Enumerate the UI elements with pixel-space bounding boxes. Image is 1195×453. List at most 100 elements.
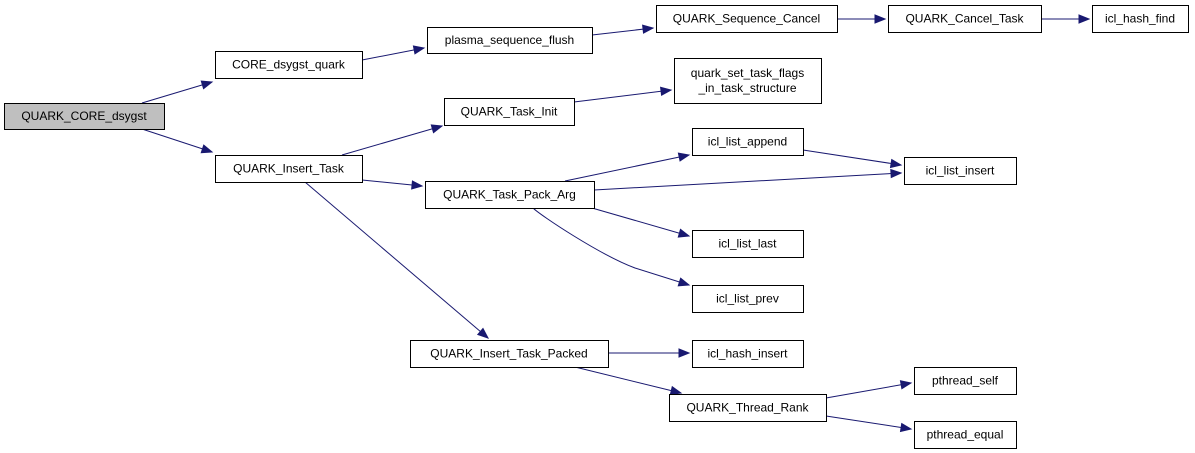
- node-box[interactable]: [904, 157, 1017, 185]
- edge-root-to-quark-insert-task: [141, 128, 214, 154]
- node-box[interactable]: [656, 5, 838, 33]
- node-icl-list-insert[interactable]: icl_list_insert: [904, 157, 1017, 185]
- edge-line: [825, 415, 912, 430]
- node-label: QUARK_Task_Init: [461, 105, 558, 119]
- node-icl-list-append[interactable]: icl_list_append: [692, 128, 804, 156]
- edge-quark-task-pack-arg-to-icl-list-last: [591, 207, 691, 238]
- node-quark-insert-task[interactable]: QUARK_Insert_Task: [215, 155, 363, 183]
- edge-line: [825, 382, 912, 399]
- node-pthread-self[interactable]: pthread_self: [914, 367, 1017, 395]
- node-label: QUARK_Cancel_Task: [905, 12, 1024, 26]
- node-quark-task-init[interactable]: QUARK_Task_Init: [444, 98, 575, 126]
- node-icl-hash-insert[interactable]: icl_hash_insert: [692, 340, 804, 368]
- node-box: [4, 103, 165, 130]
- node-label: _in_task_structure: [697, 81, 796, 95]
- arrowhead-icon: [411, 180, 424, 190]
- edge-line: [304, 181, 489, 339]
- edge-line: [341, 125, 443, 156]
- arrowhead-icon: [899, 422, 913, 433]
- node-box[interactable]: [410, 340, 609, 368]
- edge-line: [564, 154, 690, 182]
- node-icl-hash-find[interactable]: icl_hash_find: [1092, 5, 1189, 33]
- edge-plasma-sequence-flush-to-quark-sequence-cancel: [591, 24, 655, 36]
- edge-quark-task-pack-arg-to-icl-list-append: [564, 152, 691, 182]
- arrowhead-icon: [412, 45, 426, 55]
- node-quark-sequence-cancel[interactable]: QUARK_Sequence_Cancel: [656, 5, 838, 33]
- node-label: QUARK_Insert_Task_Packed: [430, 347, 587, 361]
- edge-line: [141, 128, 213, 153]
- node-label: QUARK_Thread_Rank: [686, 401, 809, 415]
- node-core-dsygst-quark[interactable]: CORE_dsygst_quark: [215, 51, 363, 79]
- arrowhead-icon: [476, 327, 490, 339]
- arrowhead-icon: [430, 124, 444, 134]
- arrowhead-icon: [1078, 14, 1091, 24]
- node-quark-thread-rank[interactable]: QUARK_Thread_Rank: [669, 394, 827, 422]
- edge-core-dsygst-quark-to-plasma-sequence-flush: [361, 45, 426, 61]
- node-label: QUARK_Insert_Task: [233, 162, 345, 176]
- node-quark-cancel-task[interactable]: QUARK_Cancel_Task: [888, 5, 1042, 33]
- node-box[interactable]: [692, 285, 804, 313]
- node-label: icl_list_prev: [716, 292, 779, 306]
- node-pthread-equal[interactable]: pthread_equal: [914, 421, 1017, 449]
- node-quark-set-task-flags[interactable]: quark_set_task_flags_in_task_structure: [674, 58, 822, 104]
- node-icl-list-prev[interactable]: icl_list_prev: [692, 285, 804, 313]
- arrowhead-icon: [890, 168, 903, 179]
- edge-line: [593, 172, 902, 191]
- arrowhead-icon: [889, 158, 903, 169]
- arrowhead-icon: [677, 152, 691, 162]
- call-edges: [141, 14, 1091, 433]
- node-box[interactable]: [692, 128, 804, 156]
- node-box[interactable]: [914, 367, 1017, 395]
- arrowhead-icon: [642, 24, 655, 34]
- node-label: icl_hash_insert: [707, 347, 788, 361]
- node-box[interactable]: [914, 421, 1017, 449]
- node-box[interactable]: [692, 230, 804, 258]
- node-label: QUARK_Sequence_Cancel: [673, 12, 820, 26]
- node-label: CORE_dsygst_quark: [232, 58, 346, 72]
- arrowhead-icon: [677, 277, 691, 287]
- node-label: icl_list_append: [708, 135, 787, 149]
- edge-quark-insert-task-to-quark-task-init: [341, 124, 444, 156]
- node-label: QUARK_CORE_dsygst: [21, 109, 147, 123]
- node-box[interactable]: [674, 58, 822, 104]
- edge-quark-insert-task-to-quark-insert-task-packed: [304, 181, 490, 339]
- node-box[interactable]: [215, 51, 363, 79]
- arrowhead-icon: [669, 385, 683, 396]
- edge-line: [141, 81, 213, 104]
- node-label: QUARK_Task_Pack_Arg: [443, 188, 576, 202]
- node-root: QUARK_CORE_dsygst: [4, 103, 165, 130]
- arrowhead-icon: [677, 228, 691, 238]
- node-quark-insert-task-packed[interactable]: QUARK_Insert_Task_Packed: [410, 340, 609, 368]
- edge-line: [574, 366, 682, 394]
- node-plasma-sequence-flush[interactable]: plasma_sequence_flush: [427, 27, 593, 54]
- node-label: pthread_equal: [927, 428, 1004, 442]
- node-label: icl_list_insert: [926, 164, 995, 178]
- node-box[interactable]: [669, 394, 827, 422]
- edge-line: [361, 47, 425, 61]
- node-box[interactable]: [425, 181, 595, 209]
- edge-root-to-core-dsygst-quark: [141, 80, 214, 104]
- edge-quark-task-pack-arg-to-icl-list-insert: [593, 168, 903, 191]
- node-box[interactable]: [888, 5, 1042, 33]
- arrowhead-icon: [899, 380, 913, 390]
- node-label: quark_set_task_flags: [691, 66, 804, 80]
- arrowhead-icon: [200, 144, 214, 154]
- edge-icl-list-append-to-icl-list-insert: [802, 149, 903, 169]
- node-quark-task-pack-arg[interactable]: QUARK_Task_Pack_Arg: [425, 181, 595, 209]
- node-box[interactable]: [444, 98, 575, 126]
- edge-quark-insert-task-to-quark-task-pack-arg: [361, 179, 424, 190]
- node-box[interactable]: [427, 27, 593, 54]
- edge-quark-insert-task-packed-to-quark-thread-rank: [574, 366, 683, 396]
- node-box[interactable]: [215, 155, 363, 183]
- node-icl-list-last[interactable]: icl_list_last: [692, 230, 804, 258]
- node-label: icl_list_last: [718, 237, 777, 251]
- node-label: pthread_self: [932, 374, 999, 388]
- node-label: icl_hash_find: [1105, 12, 1175, 26]
- edge-quark-cancel-task-to-icl-hash-find: [1041, 14, 1091, 24]
- edge-line: [532, 207, 690, 286]
- node-box[interactable]: [692, 340, 804, 368]
- edge-line: [573, 89, 672, 103]
- arrowhead-icon: [200, 80, 214, 90]
- node-box[interactable]: [1092, 5, 1189, 33]
- edge-quark-task-pack-arg-to-icl-list-prev: [532, 207, 691, 287]
